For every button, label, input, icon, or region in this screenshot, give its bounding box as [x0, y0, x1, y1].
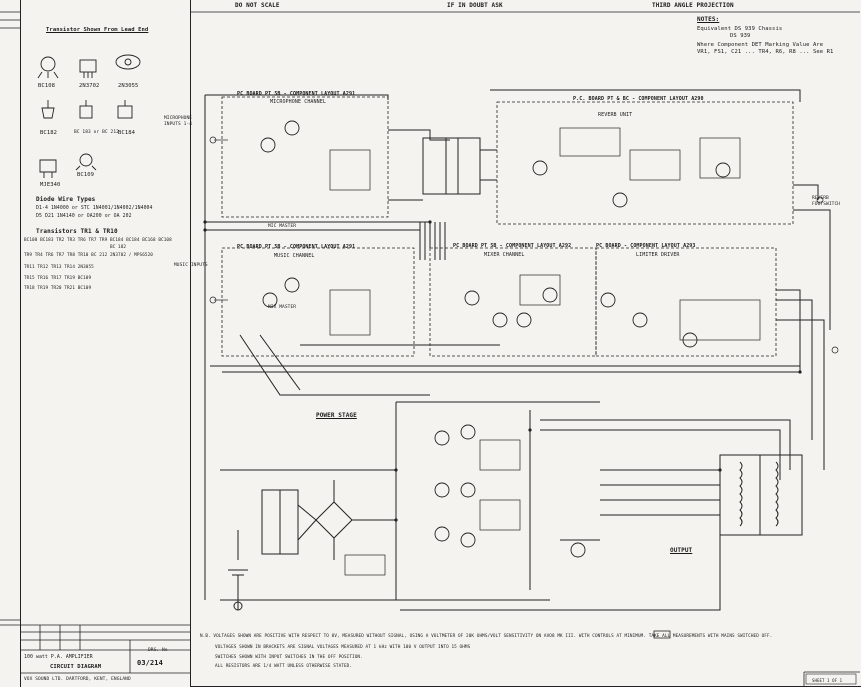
footer-note-3: SWITCHES SHOWN WITH INPUT SWITCHES IN TH…	[215, 655, 363, 660]
wiring	[204, 89, 831, 611]
notes-line-1: Equivalent DS 939 Chassis	[697, 26, 783, 32]
if-in-doubt-text: IF IN DOUBT ASK	[447, 2, 503, 9]
limiter-driver-title: LIMITER DRIVER	[636, 252, 680, 258]
transistor-line-3: TR9 TR4 TR6 TR7 TR8 TR10 BC 212 2N3702 /…	[24, 253, 153, 258]
transistor-title: Transistors TR1 & TR10	[36, 228, 118, 235]
reverb-footswitch-label: REVERB FOOTSWITCH	[812, 196, 841, 207]
transistor-line-1: BC108 BC183 TR2 TR3 TR6 TR7 TR9 BC184 BC…	[24, 238, 172, 243]
reverb-board-title: P.C. BOARD PT & BC - COMPONENT LAYOUT A2…	[573, 96, 704, 102]
title-company: VOX SOUND LTD. DARTFORD, KENT, ENGLAND	[24, 677, 131, 682]
mixer-board-title: PC BOARD PT 5B - COMPONENT LAYOUT A292	[453, 243, 572, 249]
diode-line-1: D1-4 1N4000 or STC 1N4001/1N4002/1N4004	[36, 206, 153, 211]
junction-dots	[203, 220, 802, 522]
limiter-board-title: PC BOARD - COMPONENT LAYOUT A293	[596, 243, 696, 249]
transistor-line-2: BC 182	[110, 245, 127, 250]
component-symbols	[209, 127, 839, 576]
output-transformer	[719, 454, 803, 536]
package-label-8: BC109	[77, 172, 95, 178]
notes-line-4: VR1, FS1, C21 ... TR4, R6, R8 ... See R1	[697, 49, 834, 55]
mic-inputs-label: MICROPHONE INPUTS 1-4	[164, 116, 193, 127]
mix-master-label: MIX MASTER	[268, 305, 297, 310]
pcb-outlines	[221, 96, 794, 357]
transistor-line-4: TR11 TR12 TR13 TR14 2N3055	[24, 265, 94, 270]
diode-line-2: D5 D21 1N4140 or OA200 or OA 202	[36, 214, 132, 219]
legend-title: Transistor Shown From Lead End	[46, 27, 149, 33]
package-label-5: BC 183 or BC 212	[74, 130, 119, 135]
mic-master-label: MIC MASTER	[268, 224, 297, 229]
footer-note-2: VOLTAGES SHOWN IN BRACKETS ARE SIGNAL VO…	[215, 645, 471, 650]
mic-board-title: PC BOARD PT 5B - COMPONENT LAYOUT A291	[237, 91, 356, 97]
power-stage-title: POWER STAGE	[316, 412, 357, 419]
mains-supply	[228, 480, 395, 611]
transistor-line-5: TR15 TR16 TR17 TR19 BC109	[24, 276, 92, 281]
package-label-7: MJE340	[40, 182, 61, 188]
title-drawing: CIRCUIT DIAGRAM	[50, 664, 102, 670]
notes-title: NOTES:	[697, 16, 720, 23]
reverb-unit-title: REVERB UNIT	[598, 112, 633, 118]
mic-channel-title: MICROPHONE CHANNEL	[270, 99, 326, 105]
title-number: 03/214	[137, 659, 163, 667]
music-inputs-label: MUSIC INPUTS	[174, 263, 208, 268]
diode-title: Diode Wire Types	[36, 196, 96, 203]
music-board-title: PC BOARD PT 5B - COMPONENT LAYOUT A291	[237, 244, 356, 250]
transistor-symbols	[260, 120, 731, 558]
package-label-4: BC182	[40, 130, 58, 136]
mixer-channel-title: MIXER CHANNEL	[484, 252, 525, 258]
music-channel-title: MUSIC CHANNEL	[274, 253, 315, 259]
sheet-number: SHEET 1 OF 1	[812, 678, 843, 683]
notes-line-2: DS 939	[730, 33, 751, 39]
legend-transistor-icons	[37, 54, 141, 178]
title-drg-label: DRG. No	[148, 648, 168, 653]
notes-line-3: Where Component DET Marking Value Are	[697, 42, 824, 48]
footer-note-1: N.B. VOLTAGES SHOWN ARE POSITIVE WITH RE…	[200, 634, 773, 639]
package-label-3: 2N3055	[118, 83, 139, 89]
package-label-1: BC108	[38, 83, 56, 89]
transistor-line-6: TR18 TR19 TR20 TR21 BC109	[24, 286, 92, 291]
projection-text: THIRD ANGLE PROJECTION	[652, 2, 734, 9]
do-not-scale-text: DO NOT SCALE	[235, 2, 280, 9]
revision-column	[0, 0, 21, 687]
footer-note-4: ALL RESISTORS ARE 1/4 WATT UNLESS OTHERW…	[215, 664, 353, 669]
package-label-6: BC184	[118, 130, 136, 136]
title-product: 100 watt P.A. AMPLIFIER	[24, 655, 93, 660]
output-title: OUTPUT	[670, 547, 693, 554]
package-label-2: 2N3702	[79, 83, 100, 89]
